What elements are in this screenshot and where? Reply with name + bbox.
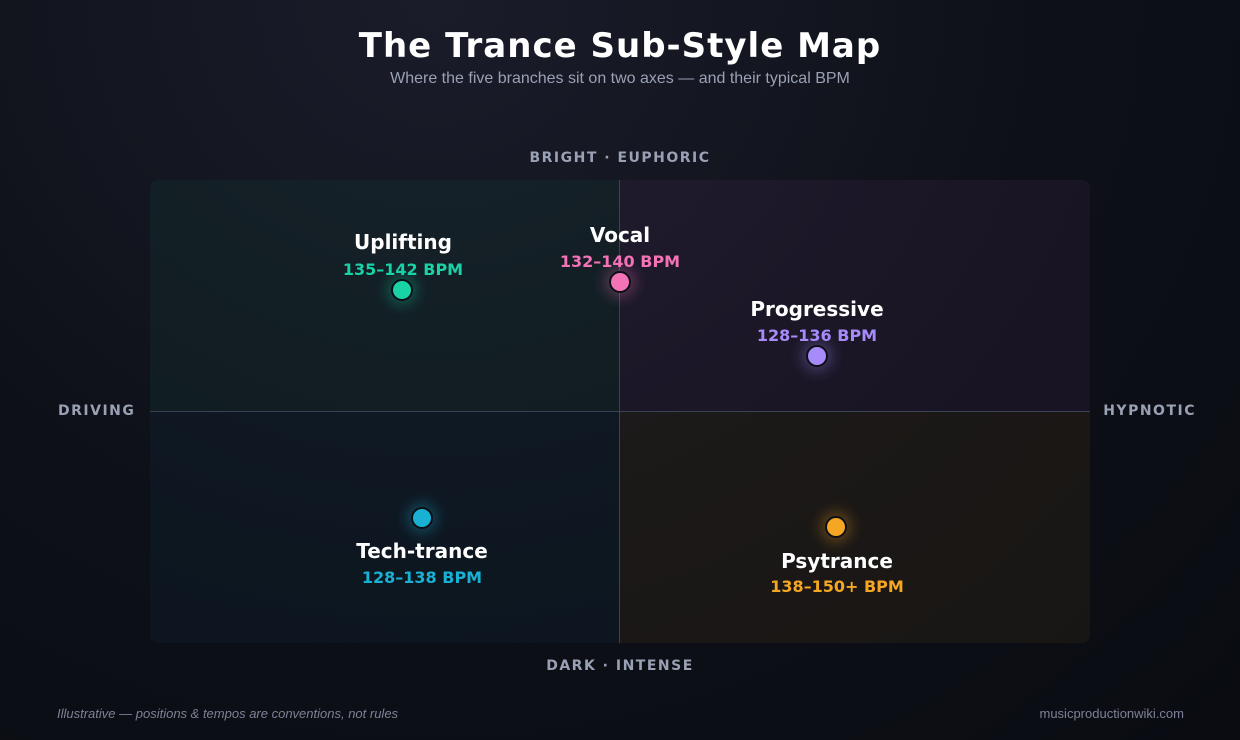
style-bpm-psytrance: 138–150+ BPM: [770, 577, 904, 596]
axis-label-right: HYPNOTIC: [1103, 403, 1196, 419]
style-bpm-tech-trance: 128–138 BPM: [361, 568, 483, 587]
style-dot-progressive: [806, 345, 828, 367]
style-bpm-progressive: 128–136 BPM: [756, 326, 878, 345]
axis-label-top: BRIGHT · EUPHORIC: [529, 150, 711, 166]
footer-note: Illustrative — positions & tempos are co…: [57, 706, 399, 721]
footer-site: musicproductionwiki.com: [1039, 706, 1185, 721]
quadrant-top-left: [150, 180, 620, 411]
quadrant-bottom-left: [150, 411, 620, 643]
style-dot-tech-trance: [411, 507, 433, 529]
style-name-tech-trance: Tech-trance: [356, 539, 488, 563]
style-bpm-vocal: 132–140 BPM: [559, 252, 681, 271]
style-dot-uplifting: [391, 279, 413, 301]
style-name-psytrance: Psytrance: [781, 549, 893, 573]
page-subtitle: Where the five branches sit on two axes …: [390, 70, 850, 87]
style-name-uplifting: Uplifting: [354, 230, 452, 254]
page-title: The Trance Sub-Style Map: [358, 26, 882, 66]
style-dot-psytrance: [825, 516, 847, 538]
style-name-progressive: Progressive: [750, 297, 884, 321]
quadrant-top-right: [620, 180, 1090, 411]
horizontal-axis-line: [150, 411, 1090, 412]
style-name-vocal: Vocal: [589, 223, 651, 247]
axis-label-left: DRIVING: [58, 403, 136, 419]
axis-label-bottom: DARK · INTENSE: [546, 658, 694, 674]
style-dot-vocal: [609, 271, 631, 293]
style-bpm-uplifting: 135–142 BPM: [342, 260, 464, 279]
quadrant-bottom-right: [620, 411, 1090, 643]
quadrant-map: Uplifting 135–142 BPM Vocal 132–140 BPM …: [150, 180, 1090, 643]
